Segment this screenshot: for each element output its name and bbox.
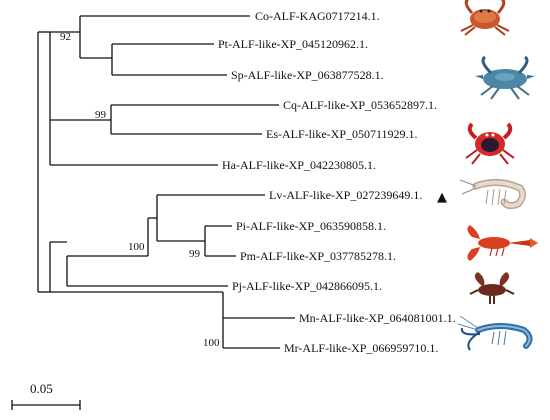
leaf-label-cq: Cq-ALF-like-XP_053652897.1. [283, 98, 437, 112]
white-shrimp-icon [459, 179, 527, 210]
leaf-label-pi: Pi-ALF-like-XP_063590858.1. [236, 219, 386, 233]
scale-bar: 0.05 [11, 381, 81, 410]
leaf-label-sp: Sp-ALF-like-XP_063877528.1. [231, 68, 384, 82]
blue-crab-icon [475, 55, 535, 100]
blue-prawn-icon [457, 315, 533, 351]
bootstrap-100-shrimp: 100 [128, 241, 145, 253]
bootstrap-100-prawn: 100 [203, 337, 220, 349]
leaf-label-pt: Pt-ALF-like-XP_045120962.1. [218, 37, 368, 51]
leaf-label-es: Es-ALF-like-XP_050711929.1. [266, 127, 418, 141]
organism-illustrations [457, 0, 538, 351]
leaf-label-pj: Pj-ALF-like-XP_042866095.1. [232, 279, 382, 293]
leaf-label-co: Co-ALF-KAG0717214.1. [255, 9, 380, 23]
bootstrap-92: 92 [60, 31, 71, 43]
scale-bar-line [11, 400, 81, 410]
lv-triangle-marker: ▲ [437, 190, 447, 205]
leaf-label-lv: Lv-ALF-like-XP_027239649.1. [269, 188, 422, 202]
bootstrap-99-shrimp: 99 [189, 248, 201, 260]
tree-branches [37, 15, 295, 349]
leaf-label-ha: Ha-ALF-like-XP_042230805.1. [222, 158, 376, 172]
orange-crab-icon [460, 0, 510, 36]
bootstrap-99-crab: 99 [95, 109, 107, 121]
lobster-icon [469, 272, 515, 304]
scale-bar-label: 0.05 [30, 381, 53, 396]
leaf-label-mr: Mr-ALF-like-XP_066959710.1. [284, 341, 438, 355]
red-crayfish-icon [467, 225, 538, 261]
leaf-label-pm: Pm-ALF-like-XP_037785278.1. [240, 249, 396, 263]
red-black-crab-icon [465, 122, 515, 165]
leaf-label-mn: Mn-ALF-like-XP_064081001.1. [299, 311, 456, 325]
bootstrap-values: 92 99 99 100 100 [60, 31, 220, 349]
leaf-labels: Co-ALF-KAG0717214.1. Pt-ALF-like-XP_0451… [218, 9, 456, 355]
